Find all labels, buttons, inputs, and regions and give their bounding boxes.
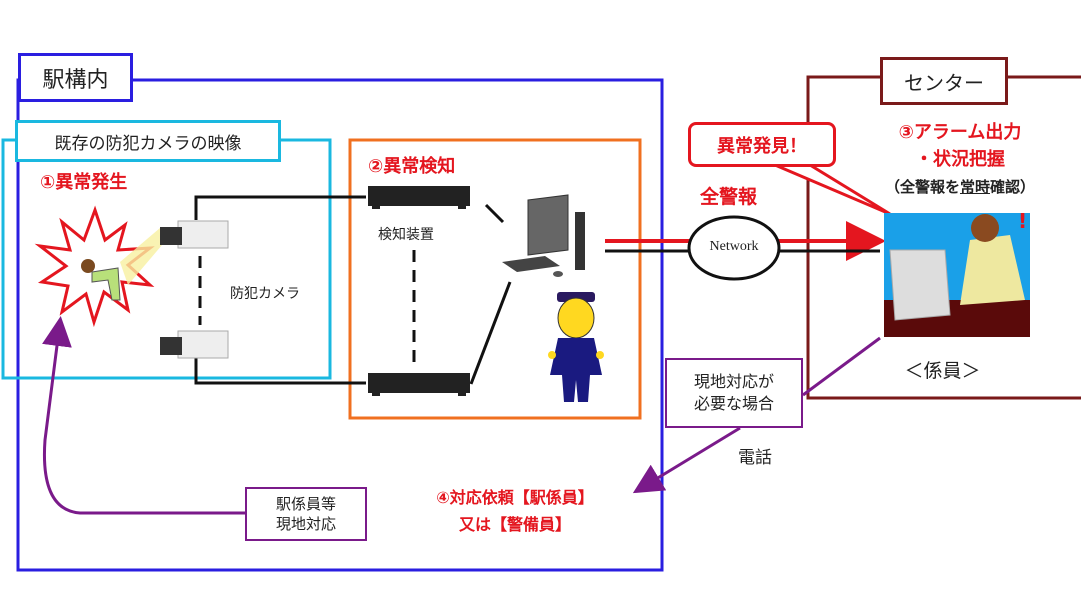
svg-text:!: ! [1018, 209, 1027, 233]
camera-cable-bottom [194, 358, 366, 385]
step4-line2: 又は【警備員】 [458, 515, 571, 534]
step3-line3-post: 確認） [990, 178, 1036, 196]
station-area-label: 駅構内 [18, 53, 133, 102]
alert-label: 全警報 [700, 186, 758, 208]
device-pc-link-top [484, 203, 505, 224]
condition-line1: 現地対応が [693, 372, 774, 392]
onsite-line2: 現地対応 [275, 515, 336, 533]
condition-line2: 必要な場合 [693, 394, 774, 413]
security-guard-icon [548, 292, 604, 402]
incident-explosion-icon [34, 205, 168, 328]
step1-label: ①異常発生 [40, 172, 128, 193]
onsite-line1: 駅係員等 [275, 494, 336, 513]
step2-label: ②異常検知 [368, 156, 456, 177]
step3-line3: （全警報を常時確認） [850, 176, 1070, 197]
center-operator-icon: ! [884, 209, 1030, 337]
monitoring-pc-icon [502, 194, 585, 277]
onsite-box: 駅係員等 現地対応 [245, 487, 367, 541]
network-label: Network [709, 239, 759, 254]
camera-label: 防犯カメラ [230, 286, 300, 302]
step4-line1: ④対応依頼【駅係員】 [436, 488, 594, 507]
detector-label: 検知装置 [378, 227, 434, 243]
step3-line2: ・状況把握 [915, 149, 1005, 170]
center-label: センター [880, 57, 1008, 105]
detector-device-bottom-icon [368, 373, 470, 396]
step3-line3-pre: （全警報を [884, 178, 960, 196]
security-camera-top-icon [160, 220, 229, 249]
phone-arrow [632, 426, 741, 494]
step3-line3-underlined: 常時 [959, 178, 990, 196]
device-pc-link-bottom [469, 281, 512, 385]
security-camera-bottom-icon [160, 330, 229, 359]
phone-label: 電話 [738, 448, 772, 468]
dispatch-arrow [42, 316, 245, 515]
staff-label: ＜係員＞ [904, 360, 981, 382]
anomaly-found-bubble: 異常発見！ [688, 122, 836, 167]
condition-box: 現地対応が 必要な場合 [665, 358, 803, 428]
network-cloud [687, 215, 781, 281]
camera-cable-top [194, 195, 366, 220]
request-line [802, 336, 881, 397]
detection-area-box [348, 138, 642, 420]
station-area-box [16, 78, 664, 572]
camera-area-label: 既存の防犯カメラの映像 [15, 120, 281, 162]
step3-line1: ③アラーム出力 [898, 122, 1022, 143]
detector-device-top-icon [368, 186, 470, 209]
